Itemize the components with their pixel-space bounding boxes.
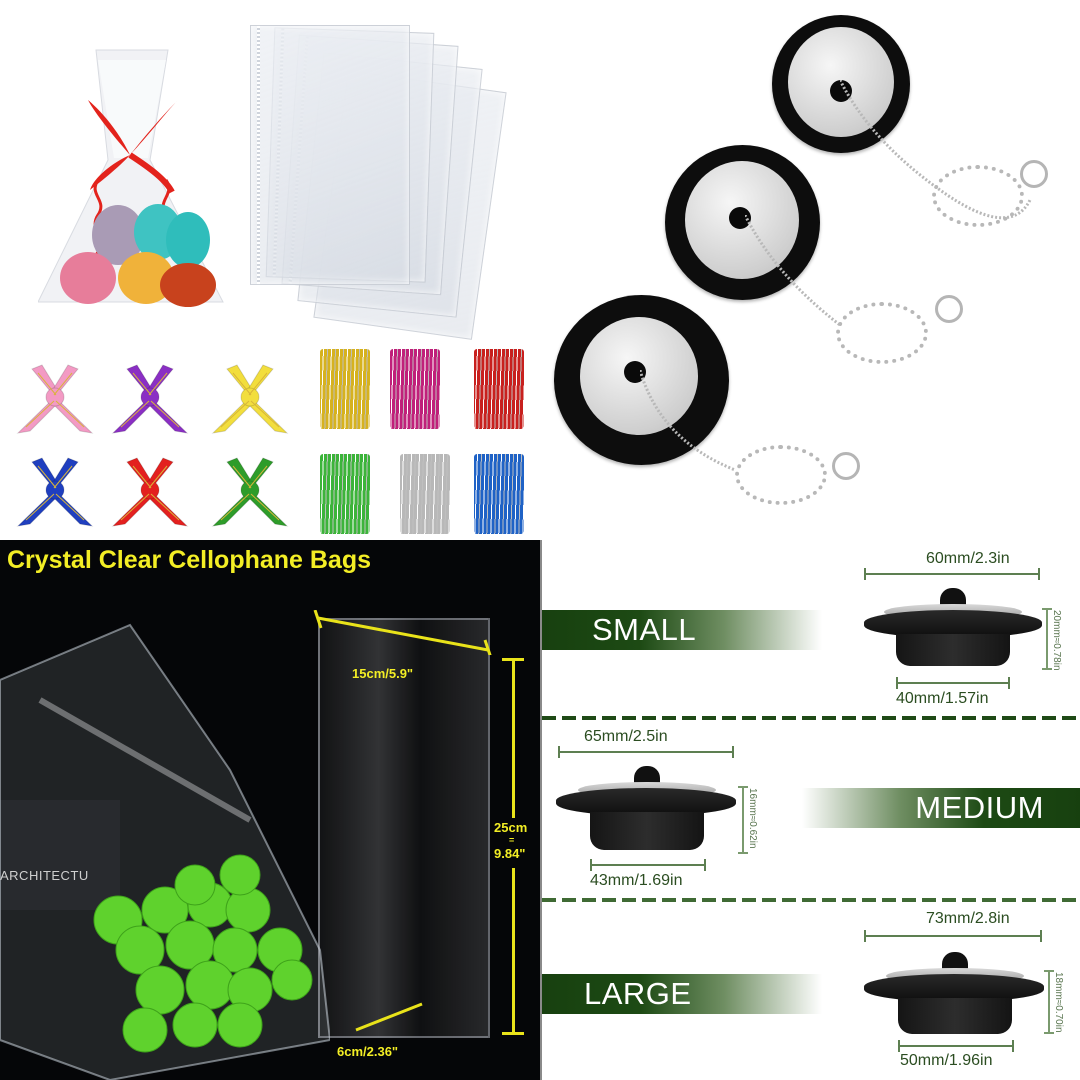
chain-strand-icon [840, 80, 1032, 220]
cellophane-sheet [250, 25, 410, 285]
height-dimension-line-bottom [512, 868, 515, 1034]
height-cm-label: 25cm [494, 820, 528, 835]
medium-bottom-width-line [590, 859, 706, 871]
chain-ring-small [1020, 160, 1048, 188]
ball-chain-medium [836, 302, 928, 364]
width-label: 15cm/5.9" [352, 666, 414, 681]
chain-strand-icon [745, 215, 841, 327]
large-top-width: 73mm/2.8in [926, 910, 1010, 927]
size-label-medium: MEDIUM [802, 788, 1080, 828]
large-bottom-width-line [898, 1040, 1014, 1052]
large-height-line [1044, 970, 1054, 1034]
twist-ties-bundle-icon [394, 450, 456, 538]
height-in-label: 9.84" [494, 846, 526, 861]
divider-dashed [542, 716, 1080, 720]
gusset-bag-image [318, 618, 490, 1038]
panel-crystal-clear-bags: Crystal Clear Cellophane Bags ARCHITECTU… [0, 540, 540, 1080]
medium-height-line [738, 786, 748, 854]
ball-chain-small [932, 165, 1024, 227]
size-label-text: LARGE [584, 976, 692, 1011]
pull-bow-icon [205, 355, 295, 445]
small-bottom-width-line [896, 677, 1010, 689]
height-dimension-line-top [512, 658, 515, 818]
sink-stopper-medium [665, 145, 820, 300]
chain-ring-medium [935, 295, 963, 323]
apple-bag-image: ARCHITECTU [0, 620, 332, 1080]
bottom-width-label: 6cm/2.36" [337, 1044, 399, 1059]
apple-bag-icon [0, 623, 332, 1080]
size-label-large: LARGE [542, 974, 822, 1014]
stopper-side-view-large [864, 952, 1044, 1040]
pull-bow-icon [205, 448, 295, 538]
ball-chain-large [735, 445, 827, 505]
pull-bow-icon [10, 355, 100, 445]
large-bottom-width: 50mm/1.96in [900, 1052, 993, 1069]
chain-ring-large [832, 452, 860, 480]
twist-ties-bundle-icon [314, 345, 376, 433]
twist-ties-bundle-icon [384, 345, 446, 433]
stopper-side-view-medium [556, 766, 736, 856]
medium-top-width: 65mm/2.5in [584, 728, 668, 745]
pull-bow-icon [10, 448, 100, 538]
macaron-gift-bag-image [37, 40, 228, 310]
pull-bow-icon [105, 448, 195, 538]
size-label-text: SMALL [592, 612, 697, 647]
medium-bottom-width: 43mm/1.69in [590, 872, 683, 889]
cellophane-sheets-stack-image [240, 10, 540, 340]
background-book-text: ARCHITECTU [0, 868, 89, 883]
width-dimension-line [313, 610, 492, 655]
stopper-side-view-small [864, 588, 1042, 673]
divider-dashed [542, 898, 1080, 902]
medium-height: 16mm≈0.62in [747, 788, 758, 849]
panel-sink-stoppers [540, 0, 1080, 540]
small-bottom-width: 40mm/1.57in [896, 690, 989, 707]
gift-bag-icon [37, 49, 224, 307]
small-top-width: 60mm/2.3in [926, 550, 1010, 567]
chain-strand-icon [640, 370, 736, 472]
size-label-small: SMALL [542, 610, 822, 650]
twist-ties-bundle-icon [468, 450, 530, 538]
panel-cellophane-bags-accessories [0, 0, 540, 540]
sink-stopper-large [554, 295, 729, 465]
twist-ties-bundle-icon [314, 450, 376, 538]
pull-bow-icon [105, 355, 195, 445]
large-top-width-line [864, 930, 1042, 942]
panel-title: Crystal Clear Cellophane Bags [7, 546, 372, 574]
small-top-width-line [864, 568, 1040, 580]
height-tick-bottom [502, 1032, 524, 1035]
size-label-text: MEDIUM [915, 790, 1044, 825]
twist-ties-bundle-icon [468, 345, 530, 433]
small-height: 20mm≈0.78in [1051, 610, 1062, 671]
panel-size-chart: SMALL 60mm/2.3in 20mm≈0.78in 40mm/1.57in… [540, 540, 1080, 1080]
small-height-line [1042, 608, 1052, 670]
height-equals: = [509, 835, 515, 845]
bottom-dimension-line [355, 1002, 423, 1032]
large-height: 18mm≈0.70in [1053, 972, 1064, 1033]
medium-top-width-line [558, 746, 734, 758]
height-tick-top [502, 658, 524, 661]
